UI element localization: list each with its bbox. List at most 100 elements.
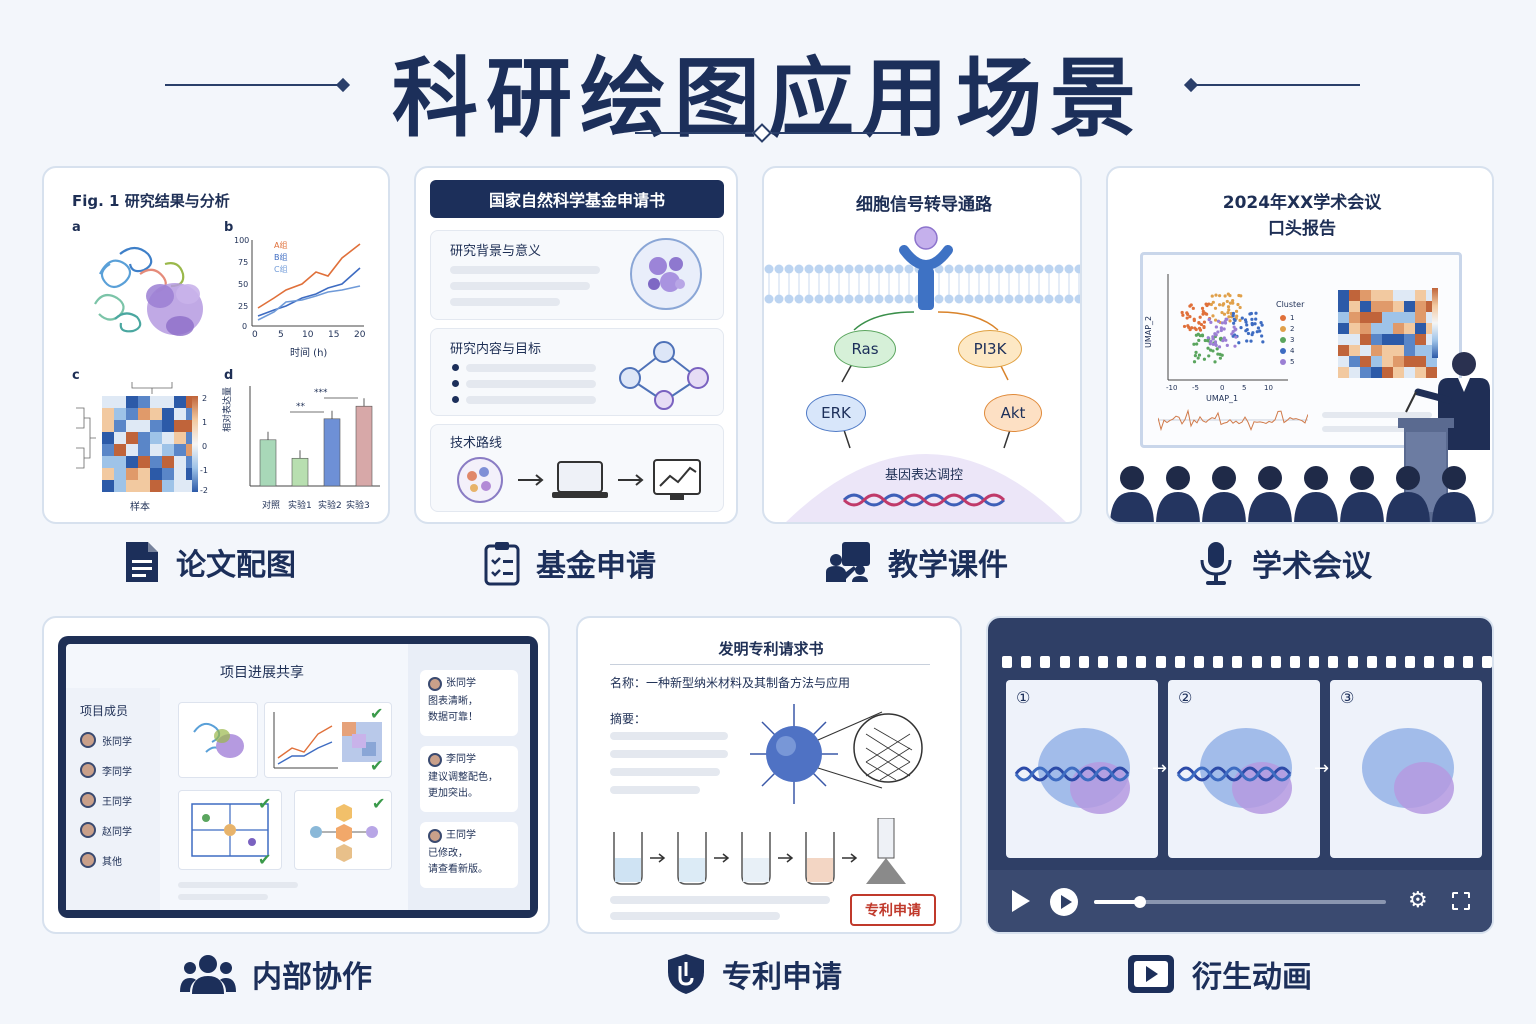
patent-abstract-label: 摘要： [610,712,647,726]
beaker-icon [741,832,771,885]
member-item[interactable]: 王同学 [80,792,132,808]
comment-text: 更加突出。 [428,788,478,799]
team-users-icon [180,955,236,994]
cell-membrane-diagram [764,226,1080,522]
nucleus-label: 基因表达调控 [884,468,963,483]
scatter-point [1259,320,1263,325]
scatter-point [1219,326,1223,330]
title-left-line [165,84,345,86]
scatter-point [1214,342,1218,346]
film-hole [1270,656,1281,668]
umap-x-tick: 10 [1264,384,1273,392]
x-tick-20: 20 [354,330,366,340]
scatter-point [1211,335,1215,339]
line-legend-a: A组 [274,241,288,250]
film-hole [1405,656,1416,668]
teaching-category-label: 教学课件 [826,540,1008,584]
x-axis-label: 时间 (h) [290,348,328,359]
scatter-point [1208,348,1213,352]
heatmap-cell [174,480,186,492]
conference-heatmap-colorbar [1432,288,1438,358]
scatter-point [1254,311,1258,315]
member-item[interactable]: 李同学 [80,762,132,778]
progress-track[interactable] [1094,900,1386,904]
placeholder-line [450,298,560,306]
film-hole [1386,656,1396,668]
scatter-point [1232,321,1236,325]
heatmap-cell [138,432,150,444]
scatter-point [1202,325,1206,330]
film-hole [1174,656,1185,668]
heatmap-cell [1404,312,1415,323]
comment-text: 已修改， [428,848,468,859]
shield-icon [668,954,704,994]
heatmap-cell [1404,290,1415,301]
scatter-point [1250,317,1254,321]
scatter-point [1228,319,1232,323]
heatmap-cell [1338,301,1349,312]
heatmap-cell [102,480,114,492]
arrow-icon [714,853,730,863]
beaker-liquid [615,858,641,882]
umap-x-tick: -5 [1192,384,1199,392]
heatmap-cell [102,432,114,444]
scatter-point [1237,293,1241,298]
member-item[interactable]: 赵同学 [80,822,132,838]
play-icon[interactable] [1012,890,1030,912]
heatmap-cell [1338,345,1349,356]
bar-mark [259,439,277,487]
heatmap-cell [1371,323,1382,334]
line-chart-panel [251,240,364,327]
heatmap-cell [1426,345,1437,356]
heatmap-cell [1415,323,1426,334]
animation-category-label: 衍生动画 [1126,952,1312,996]
avatar [80,852,96,868]
animation-card: ①→②→③ ⚙ [986,616,1494,934]
heatmap-cell [150,432,162,444]
node-akt: Akt [984,394,1042,432]
film-hole [1078,656,1089,668]
fullscreen-icon[interactable] [1452,892,1470,910]
bar-cat-0: 对照 [262,501,281,511]
conference-title-line2: 口头报告 [1268,219,1336,239]
progress-handle[interactable] [1134,896,1146,908]
gear-icon[interactable]: ⚙ [1408,888,1428,913]
scatter-point [1258,329,1262,333]
heatmap-cell [126,408,138,420]
heatmap-cell [102,420,114,432]
heatmap-cell [1349,323,1360,334]
beaker-liquid [807,858,833,882]
heatmap-cell [1349,312,1360,323]
heatmap-cell [114,468,126,480]
heatmap-cell [174,444,186,456]
frame-number: ③ [1340,688,1355,707]
heatmap-cell [174,432,186,444]
scatter-point [1223,294,1227,298]
scatter-point [1227,315,1231,319]
placeholder-line [610,768,720,776]
protein-mini-icon [193,722,244,758]
audience-body [1432,492,1476,522]
scatter-point [1228,293,1232,298]
heatmap-cell [1415,345,1426,356]
scatter-point [1238,318,1242,322]
scatter-point [1245,323,1249,327]
heatmap-cell [138,396,150,408]
heatmap-cell [1382,367,1393,378]
avatar [80,792,96,808]
film-hole [1059,656,1070,668]
member-item[interactable]: 张同学 [80,732,132,748]
sig-mark-1: ** [296,402,305,412]
heatmap-cell [1349,356,1360,367]
avatar [80,762,96,778]
heatmap-cell [1371,367,1382,378]
heatmap-cell [1426,301,1437,312]
member-item[interactable]: 其他 [80,852,122,868]
scatter-point [1193,326,1197,330]
film-hole [1251,656,1262,668]
heatmap-cell [1371,345,1382,356]
circuit-mini-icon [191,803,269,857]
grant-header-text: 国家自然科学基金申请书 [488,191,665,210]
comment-author: 张同学 [428,676,510,692]
cluster-number: 5 [1290,357,1295,366]
